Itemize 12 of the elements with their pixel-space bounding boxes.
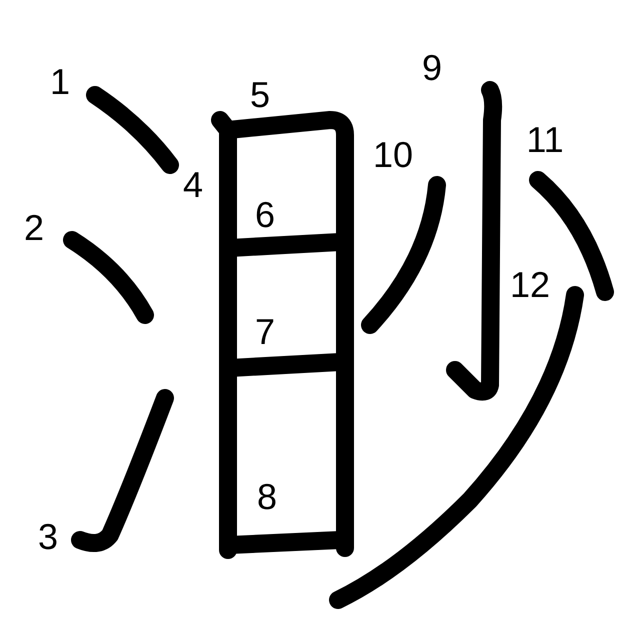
stroke-number: 9 [422, 50, 442, 86]
stroke-number: 7 [254, 314, 276, 350]
stroke-number: 3 [38, 519, 58, 555]
stroke-number: 2 [24, 210, 44, 246]
stroke-number: 10 [372, 137, 414, 173]
stroke-number: 8 [256, 479, 278, 515]
stroke-number: 12 [510, 267, 550, 303]
stroke-number: 1 [50, 64, 70, 100]
stroke-number: 11 [526, 122, 564, 158]
stroke-number: 5 [250, 77, 270, 113]
stroke-number: 6 [254, 197, 276, 233]
stroke-number: 4 [182, 167, 204, 203]
